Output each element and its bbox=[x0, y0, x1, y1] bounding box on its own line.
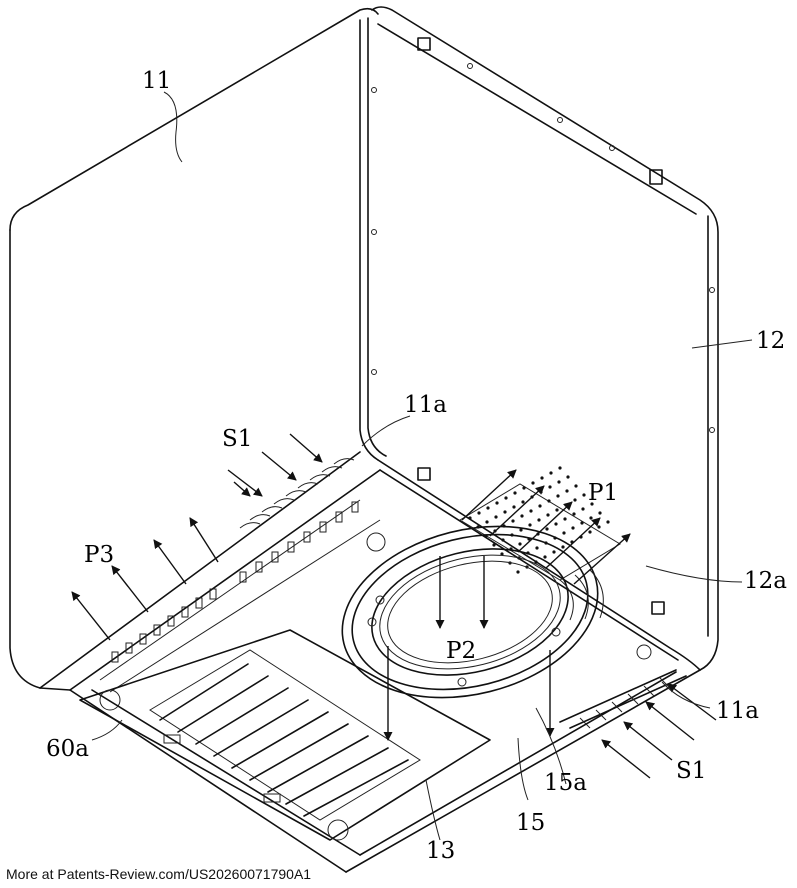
label-15: 15 bbox=[516, 810, 545, 836]
grille-hole bbox=[543, 555, 547, 559]
grille-hole bbox=[495, 501, 499, 505]
grille-hole bbox=[565, 489, 569, 493]
grille-hole bbox=[539, 490, 543, 494]
label-11a-top: 11a bbox=[404, 392, 447, 418]
label-12: 12 bbox=[756, 328, 785, 354]
grille-hole bbox=[494, 515, 498, 519]
leader-lines bbox=[91, 91, 753, 841]
grille-hole bbox=[580, 521, 584, 525]
grille-hole bbox=[501, 538, 505, 542]
grille-hole bbox=[492, 543, 496, 547]
label-11a-right: 11a bbox=[716, 698, 759, 724]
grille-hole bbox=[518, 542, 522, 546]
lower-side-vent bbox=[559, 669, 687, 729]
grille-hole bbox=[589, 516, 593, 520]
label-s1-top: S1 bbox=[222, 426, 252, 452]
grille-hole bbox=[546, 513, 550, 517]
grille-hole bbox=[516, 570, 520, 574]
grille-hole bbox=[486, 506, 490, 510]
grille-hole bbox=[582, 493, 586, 497]
grille-hole bbox=[573, 498, 577, 502]
housing-left-panel bbox=[9, 7, 387, 689]
reference-labels: 11 12 11a S1 P1 P3 12a P2 11a 60a S1 15a… bbox=[46, 68, 787, 864]
source-footer: More at Patents-Review.com/US20260071790… bbox=[6, 866, 312, 882]
grille-hole bbox=[545, 527, 549, 531]
fan-assembly bbox=[341, 525, 604, 699]
bottom-plate bbox=[79, 532, 652, 841]
grille-hole bbox=[561, 545, 565, 549]
grille-hole bbox=[562, 531, 566, 535]
airflow-arrows bbox=[71, 433, 717, 779]
grille-hole bbox=[557, 480, 561, 484]
grille-hole bbox=[468, 516, 472, 520]
grille-hole bbox=[477, 511, 481, 515]
grille-hole bbox=[598, 511, 602, 515]
grille-hole bbox=[556, 494, 560, 498]
grille-hole bbox=[521, 500, 525, 504]
grille-hole bbox=[531, 481, 535, 485]
grille-hole bbox=[566, 475, 570, 479]
grille-hole bbox=[503, 510, 507, 514]
grille-hole bbox=[519, 528, 523, 532]
grille-hole bbox=[555, 508, 559, 512]
label-p2: P2 bbox=[446, 638, 476, 664]
grille-hole bbox=[538, 504, 542, 508]
grille-hole bbox=[554, 522, 558, 526]
grille-hole bbox=[537, 518, 541, 522]
grille-hole bbox=[540, 476, 544, 480]
base-tray bbox=[39, 469, 701, 873]
grille-hole bbox=[572, 512, 576, 516]
grille-hole bbox=[547, 499, 551, 503]
side-vent-slots bbox=[239, 458, 355, 529]
grille-hole bbox=[529, 509, 533, 513]
grille-hole bbox=[558, 466, 562, 470]
grille-hole bbox=[522, 486, 526, 490]
label-p3: P3 bbox=[84, 542, 114, 568]
label-s1-bottom: S1 bbox=[676, 758, 706, 784]
label-15a: 15a bbox=[544, 770, 587, 796]
grille-hole bbox=[512, 505, 516, 509]
grille-hole bbox=[511, 519, 515, 523]
grille-hole bbox=[606, 520, 610, 524]
grille-hole bbox=[485, 520, 489, 524]
front-vent-row bbox=[111, 501, 359, 663]
grille-hole bbox=[552, 550, 556, 554]
grille-hole bbox=[549, 471, 553, 475]
grille-hole bbox=[563, 517, 567, 521]
grille-hole bbox=[528, 523, 532, 527]
grille-hole bbox=[504, 496, 508, 500]
grille-hole bbox=[574, 484, 578, 488]
grille-hole bbox=[535, 546, 539, 550]
housing-right-panel bbox=[371, 6, 719, 671]
grille-hole bbox=[581, 507, 585, 511]
grille-hole bbox=[588, 530, 592, 534]
grille-hole bbox=[571, 526, 575, 530]
grille-hole bbox=[597, 525, 601, 529]
grille-hole bbox=[590, 502, 594, 506]
grille-hole bbox=[520, 514, 524, 518]
grille-hole bbox=[534, 560, 538, 564]
grille-hole bbox=[513, 491, 517, 495]
label-60a: 60a bbox=[46, 736, 89, 762]
label-p1: P1 bbox=[588, 480, 618, 506]
label-11: 11 bbox=[142, 68, 171, 94]
grille-hole bbox=[548, 485, 552, 489]
label-13: 13 bbox=[426, 838, 455, 864]
label-12a: 12a bbox=[744, 568, 787, 594]
